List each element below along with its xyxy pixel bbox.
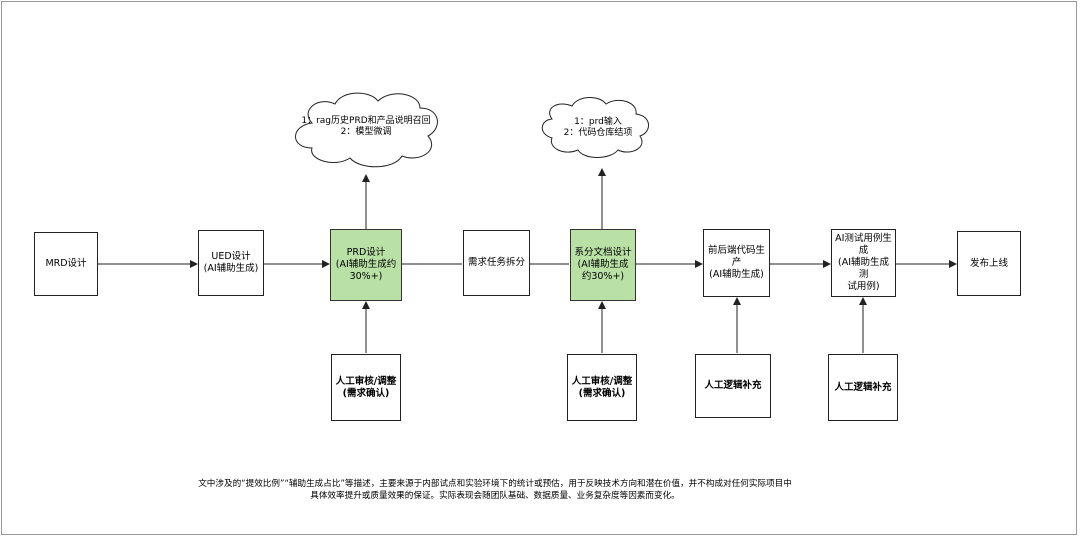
mrd-design-box: MRD设计	[34, 232, 98, 296]
manual-logic-box-2: 人工逻辑补充	[828, 354, 898, 421]
cloud-shape-1	[295, 92, 438, 168]
ued-design-box: UED设计 (AI辅助生成)	[198, 230, 264, 296]
release-box: 发布上线	[957, 231, 1021, 296]
prd-design-box: PRD设计 (AI辅助生成约 30%+)	[330, 229, 402, 301]
manual-review-box-1: 人工审核/调整 (需求确认)	[331, 354, 401, 421]
system-doc-design-box: 系分文档设计 (AI辅助生成 约30%+)	[570, 229, 636, 301]
manual-review-box-2: 人工审核/调整 (需求确认)	[567, 354, 637, 421]
cloud-text-1: 1：rag历史PRD和产品说明召回 2：模型微调	[301, 116, 431, 137]
cloud-text-2: 1：prd输入 2：代码仓库结项	[563, 117, 633, 138]
cloud-shape-2	[541, 97, 649, 158]
requirement-split-box: 需求任务拆分	[463, 230, 530, 296]
disclaimer-footnote: 文中涉及的“提效比例”“辅助生成占比”等描述，主要来源于内部试点和实验环境下的统…	[198, 479, 792, 501]
manual-logic-box-1: 人工逻辑补充	[695, 354, 771, 418]
test-case-generation-box: AI测试用例生 成 (AI辅助生成测 试用例)	[831, 229, 896, 297]
code-generation-box: 前后端代码生 产 (AI辅助生成)	[703, 229, 770, 297]
